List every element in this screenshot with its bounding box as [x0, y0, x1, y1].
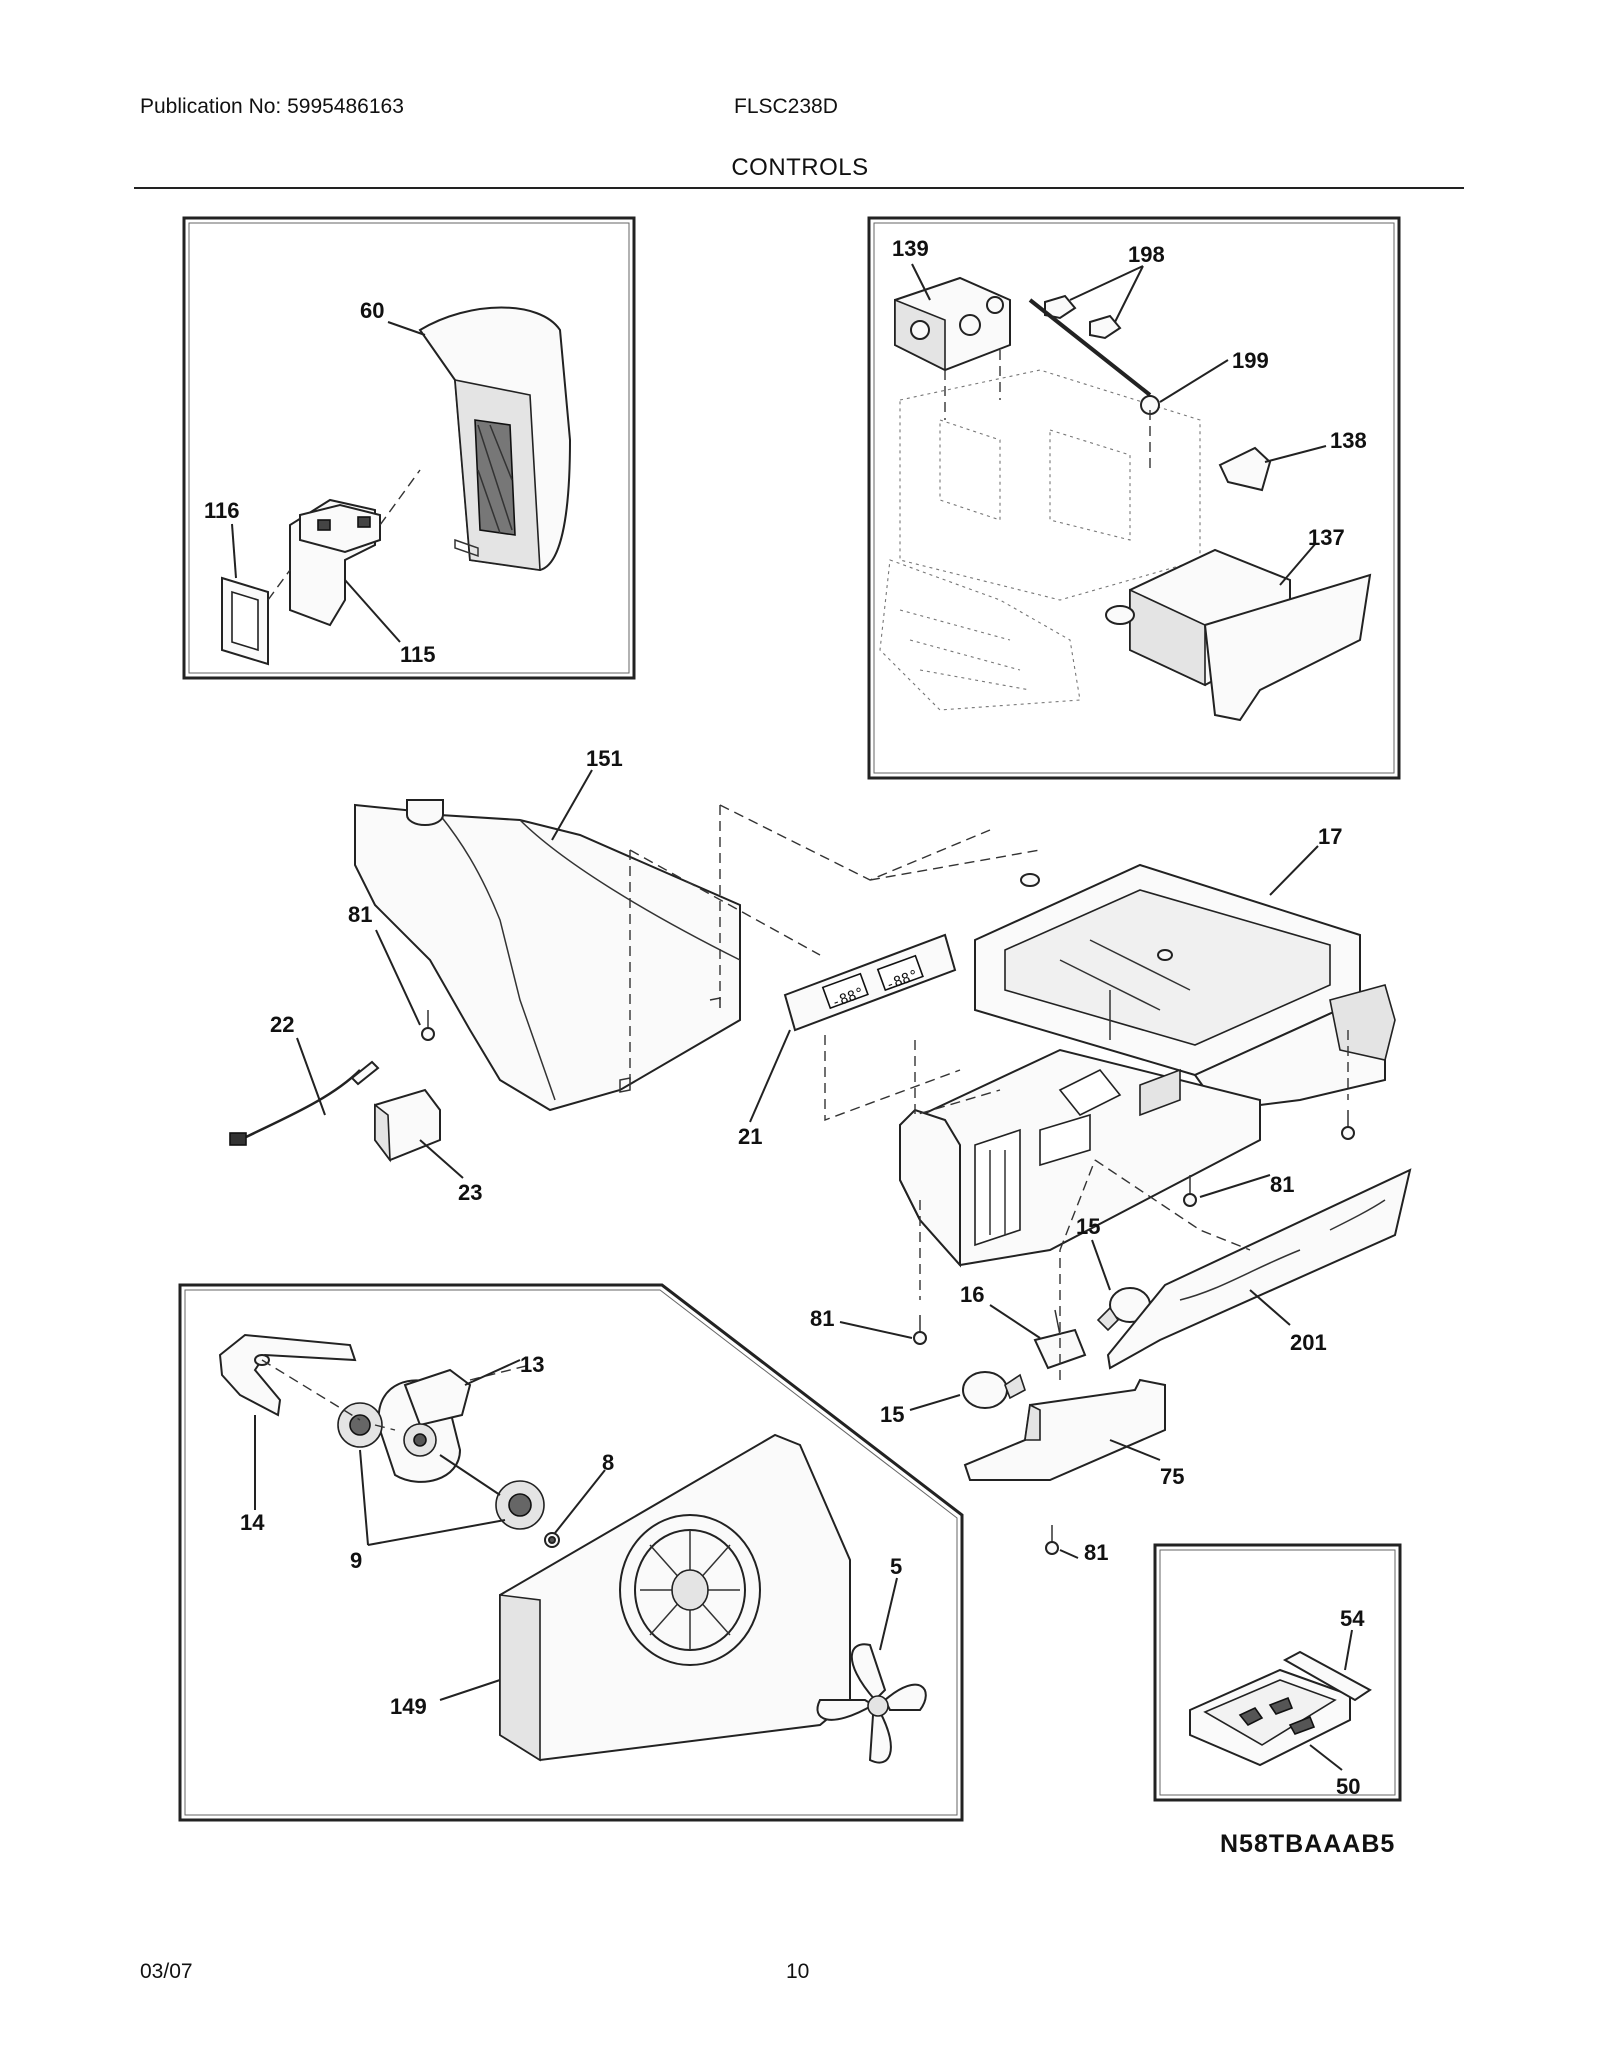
model-number: FLSC238D: [734, 95, 838, 118]
header-rule: [134, 187, 1464, 189]
section-title: CONTROLS: [731, 154, 869, 181]
callout-138: 138: [1330, 428, 1367, 453]
screw-81-b: [1341, 1110, 1355, 1140]
part-199-rod: [1028, 298, 1160, 415]
screw-81-a: [421, 1010, 435, 1041]
screw-81-e: [1045, 1525, 1059, 1555]
part-16-socket: [1033, 1309, 1087, 1370]
callout-23: 23: [458, 1180, 482, 1205]
part-116-gasket: [221, 576, 269, 666]
part-201-decal: [1106, 1168, 1412, 1370]
screw-81-d: [913, 1315, 927, 1345]
callout-81-c: 81: [810, 1306, 834, 1331]
callout-50: 50: [1336, 1774, 1360, 1799]
part-149-shroud: [499, 1433, 851, 1762]
callout-9: 9: [350, 1548, 362, 1573]
callout-115: 115: [400, 642, 436, 667]
part-50-tray: [1189, 1668, 1351, 1767]
callout-116: 116: [204, 498, 240, 523]
publication-number: Publication No: 5995486163: [140, 95, 404, 118]
part-15-bulb-b: [962, 1371, 1026, 1409]
part-22-harness: [229, 1060, 380, 1146]
callout-17: 17: [1318, 824, 1342, 849]
part-54-strip: [1282, 1650, 1372, 1702]
page-number: 10: [786, 1960, 810, 1983]
callout-8: 8: [602, 1450, 614, 1475]
callout-199: 199: [1232, 348, 1269, 373]
callout-151: 151: [586, 746, 623, 771]
callout-54: 54: [1340, 1606, 1365, 1631]
part-9-wheel-b: [439, 1454, 545, 1530]
inset-top-right: 139 198 199 138 137: [867, 216, 1401, 780]
callout-139: 139: [892, 236, 929, 261]
part-139-actuator: [894, 276, 1011, 372]
callout-198: 198: [1128, 242, 1165, 267]
part-198-clips: [1044, 294, 1122, 340]
callout-15-a: 15: [1076, 1214, 1100, 1239]
dispenser-front-panel: [899, 1048, 1261, 1268]
part-151-cover: [354, 799, 741, 1112]
callout-137: 137: [1308, 525, 1345, 550]
diagram-code: N58TBAAAB5: [1220, 1830, 1395, 1858]
part-21-control-board: -88° -88°: [783, 933, 957, 1032]
inset-top-left: 60 116 115: [182, 216, 636, 680]
part-17-housing: [974, 863, 1396, 1112]
part-75-panel: [963, 1378, 1166, 1481]
part-115-housing: [289, 498, 381, 627]
callout-60: 60: [360, 298, 384, 323]
part-14-bracket: [218, 1333, 357, 1417]
callout-13: 13: [520, 1352, 544, 1377]
part-60-duct: [418, 306, 572, 572]
callout-15-b: 15: [880, 1402, 904, 1427]
callout-22: 22: [270, 1012, 294, 1037]
footer-date: 03/07: [140, 1960, 193, 1983]
inset-bottom-right: 54 50: [1153, 1543, 1402, 1802]
callout-201: 201: [1290, 1330, 1327, 1355]
part-5-fan-blade: [816, 1643, 927, 1764]
callout-81-d: 81: [1084, 1540, 1108, 1565]
inset-bottom-left: 13 14 8 9 75 81 5 149: [178, 1283, 1184, 1822]
main-assembly: -88° -88°: [229, 746, 1412, 1559]
callout-14: 14: [240, 1510, 265, 1535]
part-13-motor: [377, 1368, 472, 1483]
callout-149: 149: [390, 1694, 427, 1719]
callout-5: 5: [890, 1554, 902, 1579]
callout-81-a: 81: [348, 902, 372, 927]
callout-75: 75: [1160, 1464, 1184, 1489]
callout-16: 16: [960, 1282, 984, 1307]
callout-81-b: 81: [1270, 1172, 1294, 1197]
screw-81-c: [1183, 1175, 1197, 1207]
part-138-bracket: [1218, 446, 1272, 492]
callout-21: 21: [738, 1124, 762, 1149]
part-8-washer: [544, 1532, 560, 1548]
part-137-chute: [1105, 548, 1372, 722]
